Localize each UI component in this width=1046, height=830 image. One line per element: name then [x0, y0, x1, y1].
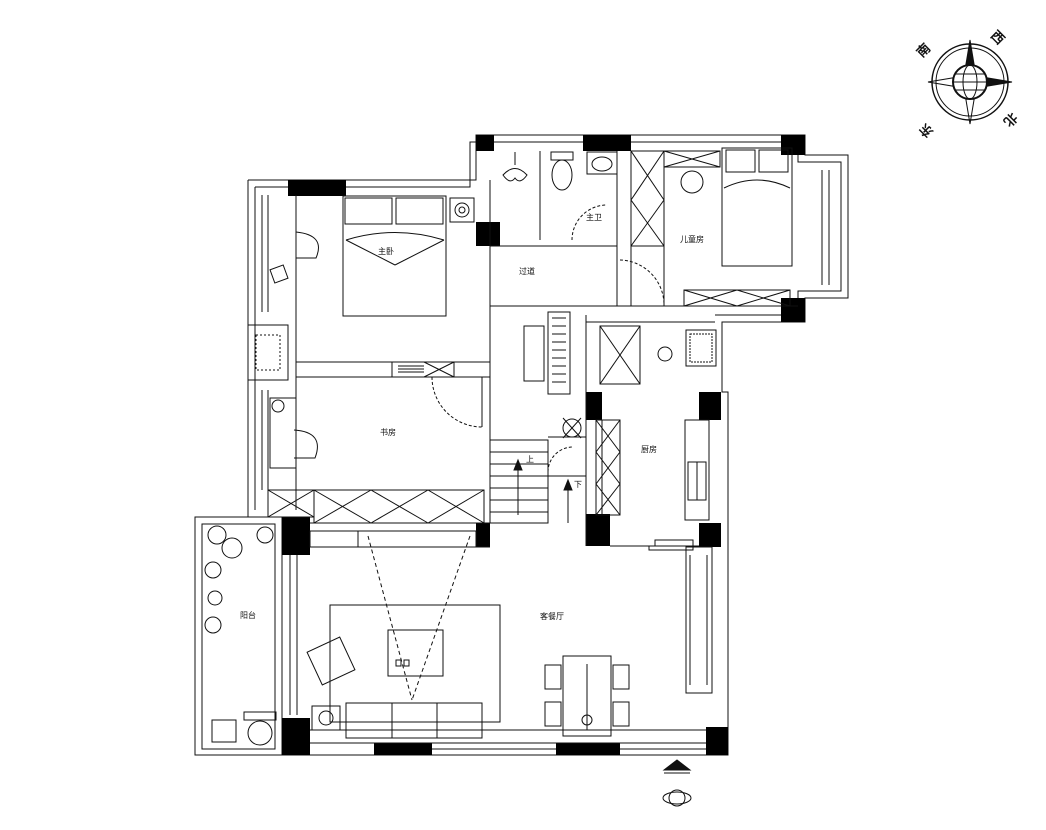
- label-kitchen: 厨房: [641, 444, 657, 454]
- windows: [261, 170, 830, 750]
- label-kids-room: 儿童房: [680, 234, 704, 244]
- label-balcony: 阳台: [240, 610, 256, 620]
- balcony-sink: [211, 711, 277, 743]
- compass-rose: [927, 39, 1013, 125]
- partitions: [295, 151, 798, 744]
- doors: [431, 204, 665, 473]
- wardrobe-master: [391, 361, 455, 378]
- master-bed: [342, 195, 447, 317]
- label-stairs-up: 上: [526, 455, 534, 464]
- tv-cabinet: [309, 530, 477, 548]
- sofa: [311, 702, 483, 739]
- study-cabinet: [267, 489, 485, 524]
- outer-walls: [194, 134, 849, 756]
- label-stairs-down: 下: [574, 480, 582, 489]
- balcony-plants: [204, 525, 274, 746]
- living-rug: [329, 604, 501, 723]
- label-corridor: 过道: [519, 266, 535, 276]
- tall-cabinet: [685, 546, 713, 694]
- compass-south: 南: [914, 40, 935, 61]
- entrance-marker: [662, 759, 692, 807]
- label-study: 书房: [380, 427, 396, 437]
- compass-north: 北: [1000, 109, 1020, 129]
- label-master-bath: 主卫: [586, 212, 602, 222]
- nightstand: [449, 197, 475, 223]
- kitchen-counters: [595, 419, 710, 521]
- potted-plant-corridor: [562, 417, 582, 439]
- staircase: [489, 439, 586, 524]
- coffee-table: [387, 629, 444, 677]
- armchair: [306, 636, 356, 686]
- vanity-chair: [269, 231, 319, 284]
- projector-cone: [367, 535, 471, 701]
- study-desk: [269, 397, 318, 469]
- dining-table: [544, 655, 630, 737]
- wall-columns: [282, 135, 805, 755]
- compass-east: 东: [916, 120, 937, 141]
- master-bath-fixtures: [502, 151, 618, 191]
- kids-cabinet: [683, 289, 791, 307]
- kitchen-sink: [657, 329, 717, 367]
- piano: [523, 311, 571, 395]
- bay-cabinet: [247, 324, 289, 381]
- compass-west: 西: [987, 28, 1007, 48]
- label-master-bedroom: 主卧: [378, 246, 394, 256]
- label-living-dining: 客餐厅: [540, 611, 564, 621]
- kids-bed: [680, 147, 793, 267]
- entrance-steps: [648, 539, 694, 551]
- kids-wardrobe: [630, 150, 721, 247]
- kitchen-fridge: [599, 325, 641, 385]
